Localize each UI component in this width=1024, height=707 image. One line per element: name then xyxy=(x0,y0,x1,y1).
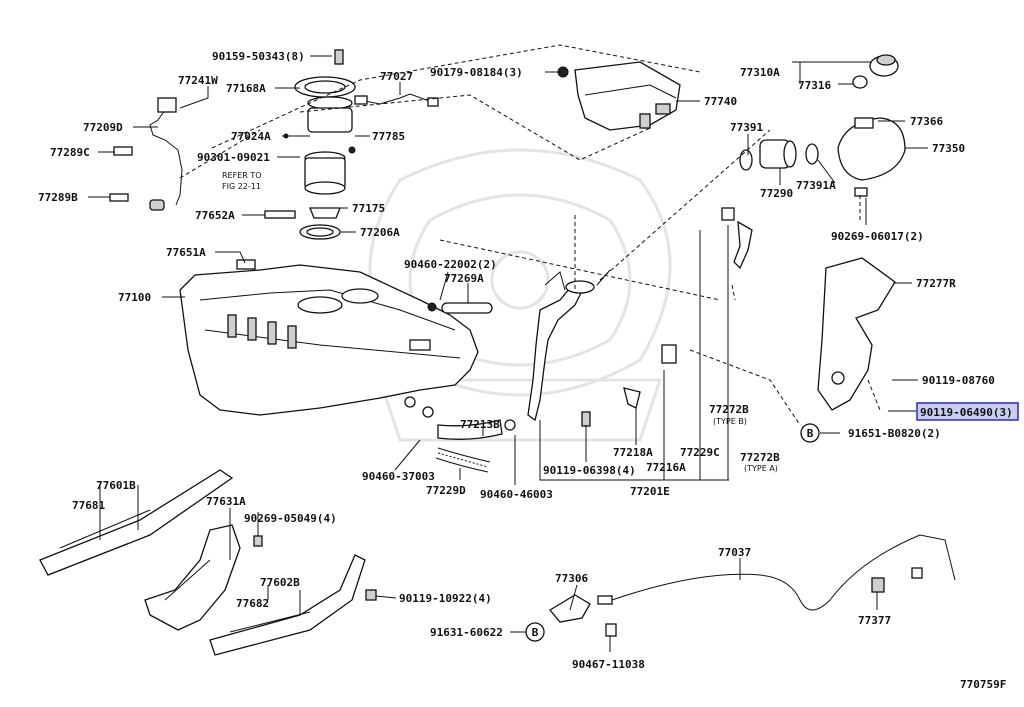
label-77366: 77366 xyxy=(910,115,943,128)
filler-neck-seal-77290[interactable] xyxy=(739,139,819,171)
label-90179: 90179-08184(3) xyxy=(430,66,523,79)
label-77168A: 77168A xyxy=(226,82,266,95)
label-77391A: 77391A xyxy=(796,179,836,192)
label-77201E: 77201E xyxy=(630,485,670,498)
label-77027: 77027 xyxy=(380,70,413,83)
label-77602B: 77602B xyxy=(260,576,300,589)
label-77272B-a: 77272B xyxy=(740,451,780,464)
fuel-tube-77027[interactable] xyxy=(354,93,439,107)
svg-text:B: B xyxy=(532,626,539,639)
bolt-90119-10922[interactable] xyxy=(365,589,377,601)
label-90269-06017: 90269-06017(2) xyxy=(831,230,924,243)
diagram-code: 770759F xyxy=(960,678,1006,691)
label-77651A: 77651A xyxy=(166,246,206,259)
label-77377: 77377 xyxy=(858,614,891,627)
label-77740: 77740 xyxy=(704,95,737,108)
filler-pipe-77201E[interactable] xyxy=(527,269,611,422)
label-77277R: 77277R xyxy=(916,277,956,290)
label-90269-05049: 90269-05049(4) xyxy=(244,512,337,525)
leader-lines xyxy=(88,55,928,652)
label-77024A: 77024A xyxy=(231,130,271,143)
label-77229D: 77229D xyxy=(426,484,466,497)
label-77310A: 77310A xyxy=(740,66,780,79)
label-77272B-b: 77272B xyxy=(709,403,749,416)
label-77100: 77100 xyxy=(118,291,151,304)
label-77391: 77391 xyxy=(730,121,763,134)
charcoal-canister-77740[interactable] xyxy=(557,61,681,131)
marker-b-lower: B xyxy=(525,622,545,642)
sender-gauge-assembly[interactable] xyxy=(149,97,183,211)
label-77290: 77290 xyxy=(760,187,793,200)
part-labels: 90159-50343(8) 90179-08184(3) 77027 7724… xyxy=(38,50,1013,691)
svg-text:B: B xyxy=(807,427,814,440)
label-77289B: 77289B xyxy=(38,191,78,204)
filler-vertical-lines xyxy=(539,225,729,481)
protector-77277R[interactable] xyxy=(817,257,896,411)
label-77350: 77350 xyxy=(932,142,965,155)
label-91631: 91631-60622 xyxy=(430,626,503,639)
tank-strap-77602B[interactable] xyxy=(209,554,366,656)
watermark-emblem xyxy=(368,148,672,442)
bolt-90269-05049[interactable] xyxy=(253,535,263,547)
label-77631A: 77631A xyxy=(206,495,246,508)
label-77316: 77316 xyxy=(798,79,831,92)
label-90460-37003: 90460-37003 xyxy=(362,470,435,483)
label-77213B: 77213B xyxy=(460,418,500,431)
fuel-filler-door-77350[interactable] xyxy=(837,117,906,197)
label-77218A: 77218A xyxy=(613,446,653,459)
label-77682: 77682 xyxy=(236,597,269,610)
note-refer-to: REFER TO xyxy=(222,171,262,180)
hose-77269A[interactable] xyxy=(441,302,493,314)
label-type-b: (TYPE B) xyxy=(713,417,747,426)
label-90119-08760: 90119-08760 xyxy=(922,374,995,387)
label-77037: 77037 xyxy=(718,546,751,559)
label-77652A: 77652A xyxy=(195,209,235,222)
label-90159: 90159-50343(8) xyxy=(212,50,305,63)
label-77269A: 77269A xyxy=(444,272,484,285)
label-77306: 77306 xyxy=(555,572,588,585)
label-77175: 77175 xyxy=(352,202,385,215)
label-90467: 90467-11038 xyxy=(572,658,645,671)
breather-hose-77213B[interactable] xyxy=(422,406,516,440)
note-fig: FIG 22-11 xyxy=(222,182,261,191)
label-90119-10922: 90119-10922(4) xyxy=(399,592,492,605)
label-90119-06490: 90119-06490(3) xyxy=(920,406,1013,419)
label-77229C: 77229C xyxy=(680,446,720,459)
label-type-a: (TYPE A) xyxy=(744,464,778,473)
label-77216A: 77216A xyxy=(646,461,686,474)
label-77601B: 77601B xyxy=(96,479,136,492)
canister-hose-route xyxy=(179,44,701,179)
label-90301: 90301-09021 xyxy=(197,151,270,164)
tank-strap-77601B[interactable] xyxy=(39,469,234,576)
marker-b-right: B xyxy=(800,423,820,443)
fuel-cap-77310A[interactable] xyxy=(852,54,899,89)
label-90460-22002: 90460-22002(2) xyxy=(404,258,497,271)
filler-dashed-routes xyxy=(439,129,881,426)
clip-77377[interactable] xyxy=(871,577,885,593)
fuel-tank-77100[interactable] xyxy=(179,264,479,416)
label-90460-46003: 90460-46003 xyxy=(480,488,553,501)
label-77241W: 77241W xyxy=(178,74,218,87)
label-91651: 91651-B0820(2) xyxy=(848,427,941,440)
label-77289C: 77289C xyxy=(50,146,90,159)
corrugated-hose-77229D[interactable] xyxy=(435,447,491,473)
label-77785: 77785 xyxy=(372,130,405,143)
label-90119-06398: 90119-06398(4) xyxy=(543,464,636,477)
highlight-box xyxy=(916,402,1019,421)
protector-77631A[interactable] xyxy=(144,524,241,631)
label-77209D: 77209D xyxy=(83,121,123,134)
lid-lock-cable-77037[interactable] xyxy=(597,534,956,611)
label-77681: 77681 xyxy=(72,499,105,512)
label-77206A: 77206A xyxy=(360,226,400,239)
